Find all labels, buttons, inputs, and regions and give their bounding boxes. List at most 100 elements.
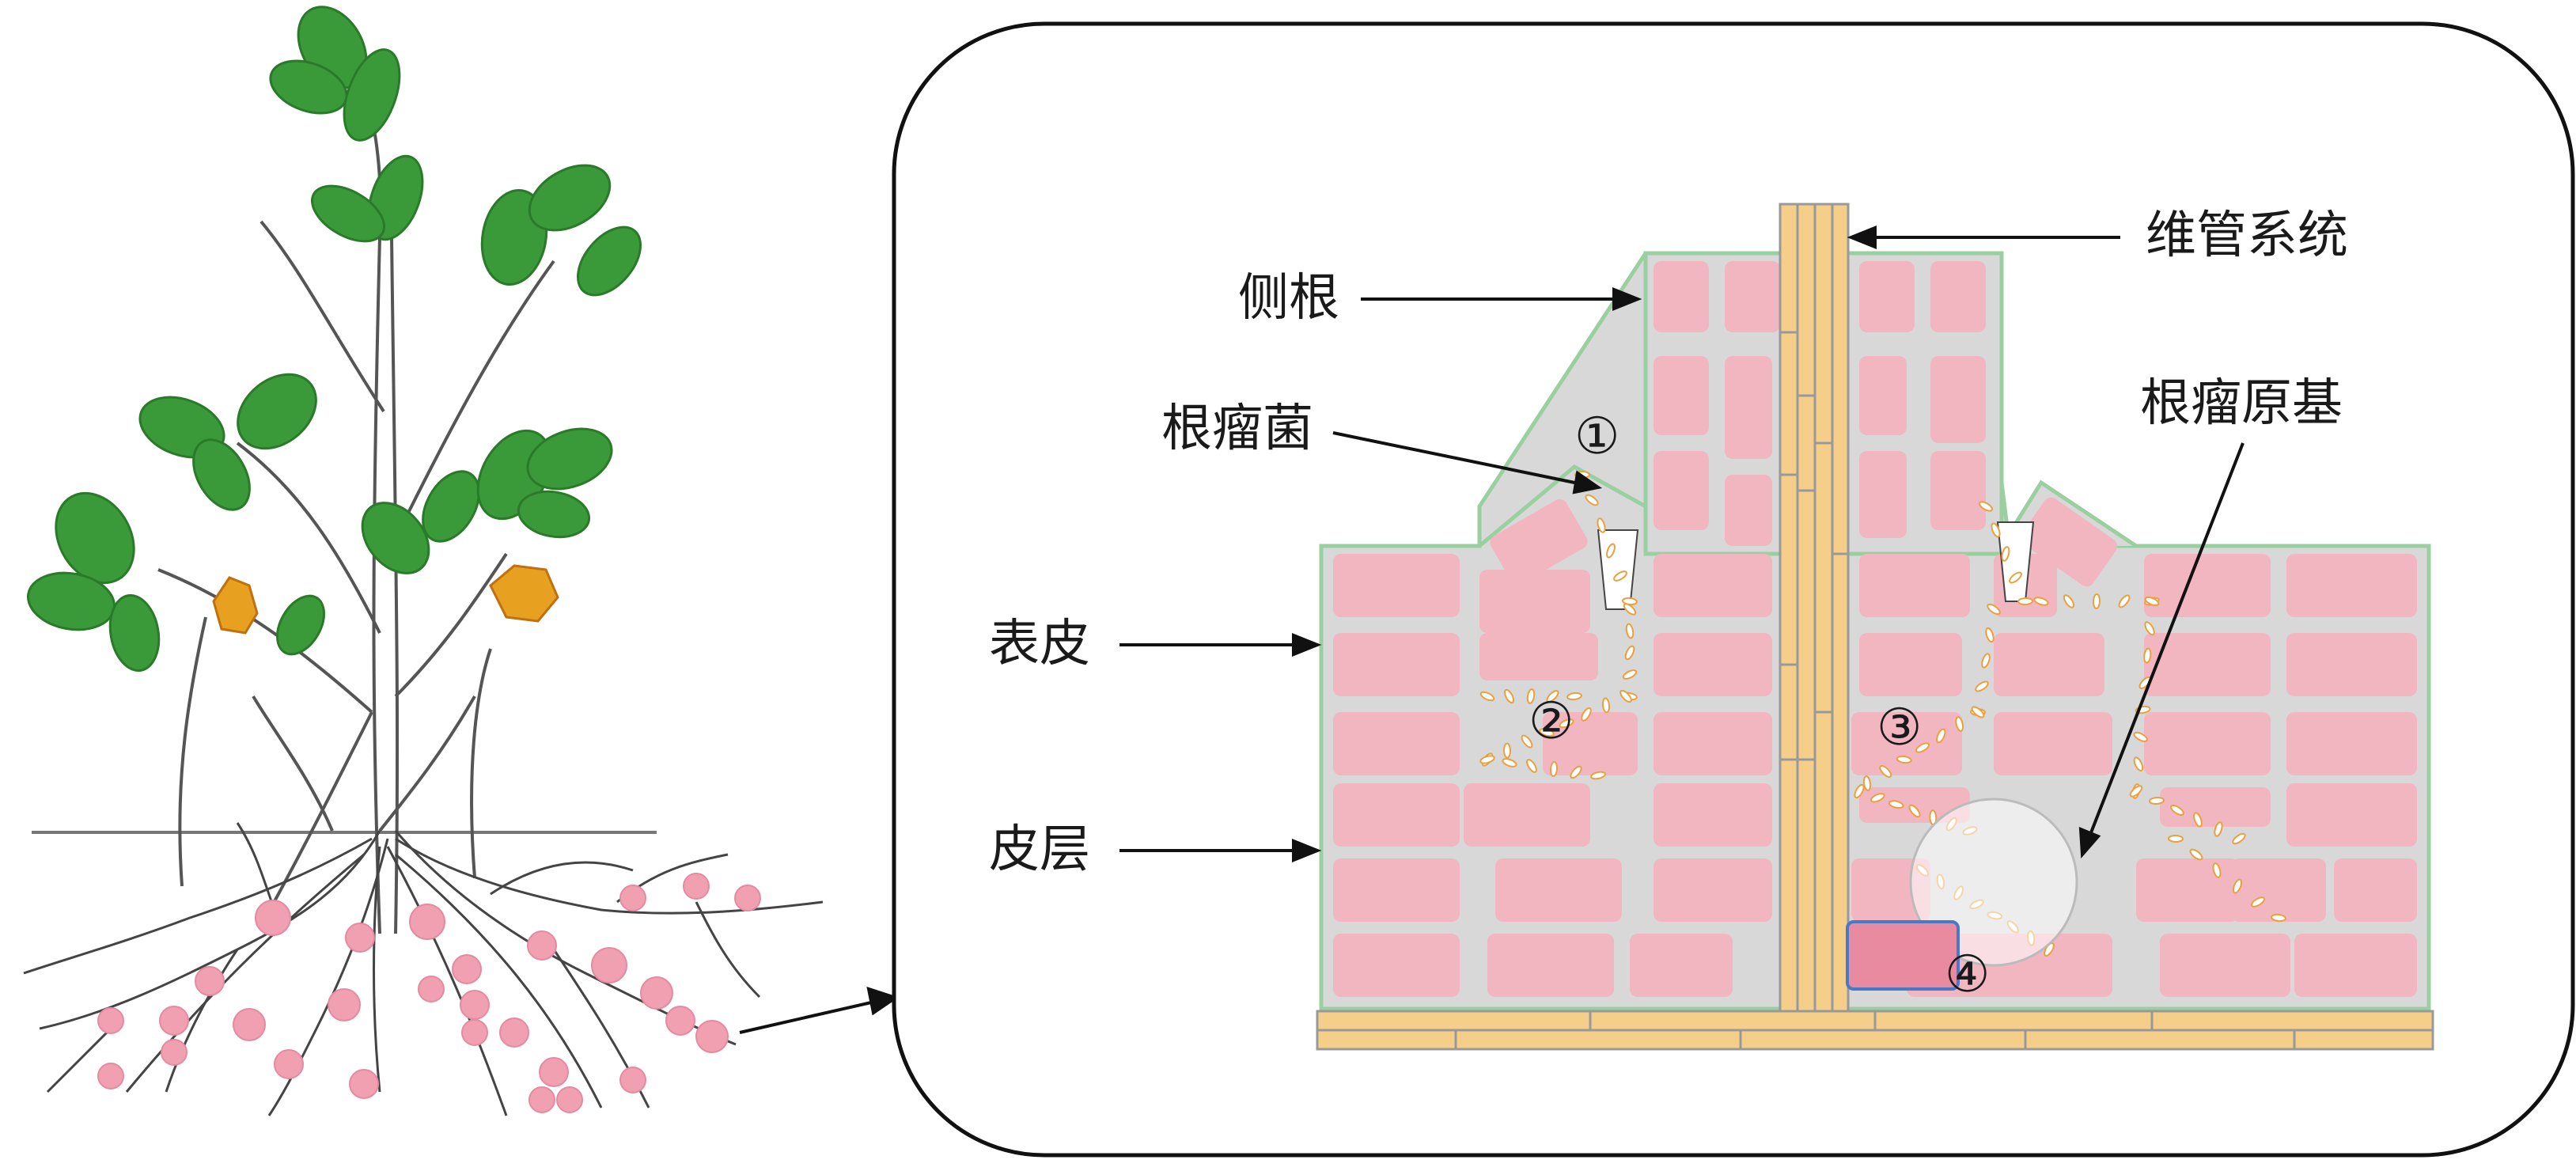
cortex-cell [1333, 858, 1460, 922]
bacterium [2189, 848, 2203, 861]
bacterium [2251, 896, 2265, 908]
cortex-cell [1859, 633, 1962, 696]
stage-4-marker: ④ [1945, 946, 1991, 1004]
bacterium [1566, 692, 1582, 701]
bacterium [2149, 796, 2165, 805]
bacterium [2193, 812, 2203, 828]
bacterium [1613, 570, 1627, 582]
cortex-cell [1495, 858, 1622, 922]
cortex-cell [2160, 787, 2271, 827]
cortex-cell [2286, 554, 2417, 617]
cortex-cell [1930, 451, 1986, 530]
bacterium [2118, 594, 2131, 608]
cortex-cell [2286, 783, 2417, 847]
cortex-cell [1725, 475, 1772, 546]
bacterium [1879, 765, 1892, 778]
root-tissue [1316, 203, 2434, 1051]
bacterium [1991, 522, 2001, 538]
bacterium [1896, 755, 1912, 764]
bacterium [1549, 761, 1559, 777]
cortex-cell [1543, 712, 1638, 775]
cortex-cell [1725, 356, 1772, 459]
cortex-cell [1333, 554, 1460, 617]
bacterium [1869, 793, 1885, 803]
bacterium [2170, 805, 2184, 816]
cortex-cells [1333, 261, 2417, 997]
bacterium [2033, 597, 2049, 606]
bacterium [1502, 758, 1517, 767]
bacterium [1581, 707, 1592, 722]
cortex-cell [1930, 356, 1986, 443]
bacterium [2009, 571, 2022, 584]
bacterium [2168, 834, 2184, 843]
cortex-cell [1654, 783, 1772, 847]
cortex-cell [1859, 787, 1970, 823]
cortex-cell [2286, 633, 2417, 696]
plant-roots [23, 822, 824, 1116]
cortex-cell [1654, 554, 1772, 617]
bacterium [2017, 597, 2033, 606]
bacterium [1559, 718, 1574, 729]
bacterium [2133, 731, 2148, 742]
bacterium [1619, 689, 1632, 703]
bacterium [1503, 688, 1515, 704]
bacterium [2129, 785, 2143, 798]
bacterium [1888, 800, 1904, 809]
stage-2-marker: ② [1529, 692, 1574, 751]
nodule-primordium-label: 根瘤原基 [2140, 374, 2343, 433]
label-arrows [1119, 225, 2245, 862]
bacterium [2144, 621, 2155, 636]
bacterium [1585, 494, 1599, 506]
bacterium [2133, 756, 2144, 772]
bacterium [1590, 771, 1606, 780]
cortex-cell [1630, 934, 1733, 997]
vascular-bottom-strip [1316, 1010, 2434, 1051]
bacterium [2271, 913, 2286, 923]
cortex-cell [2136, 858, 2239, 922]
cortex-cell [1479, 570, 1590, 633]
bacterium [1936, 728, 1946, 744]
cortex-cell [2160, 934, 2290, 997]
cortex-cell [1333, 633, 1460, 696]
cortex-cell [1859, 554, 1970, 617]
bacterium [1955, 716, 1964, 732]
bacterium [1521, 734, 1533, 748]
bacterium [2212, 862, 2222, 878]
bacterium [1546, 690, 1559, 703]
bacterium [1624, 645, 1635, 661]
cortex-cell [1654, 451, 1709, 530]
cortex-cell [1333, 712, 1460, 775]
bacterium [2232, 878, 2243, 894]
cortex-cell [2144, 712, 2271, 775]
cortex-cell [2286, 712, 2417, 775]
cortex-cell [1654, 633, 1772, 696]
plant-stems [157, 47, 555, 934]
bacterium [1915, 742, 1930, 753]
vascular-bundle [1779, 203, 1850, 1013]
bacterium [1570, 765, 1582, 779]
cortex-cell [2231, 858, 2326, 922]
cortex-cell [2334, 858, 2417, 922]
vascular-system-label: 维管系统 [2146, 207, 2348, 265]
cortex-cell [1851, 712, 1962, 775]
cortex-cell [1994, 712, 2112, 775]
cortex-cell [1654, 858, 1772, 922]
bacterium [2214, 821, 2223, 837]
bacterium [1981, 653, 1991, 669]
cortex-label: 皮层 [989, 820, 1090, 879]
rhizobia-label: 根瘤菌 [1161, 400, 1313, 458]
plant-illustration [23, 6, 900, 1116]
bacterium [1623, 603, 1637, 616]
bacterium [1526, 759, 1537, 773]
cortex-cell [1859, 451, 1907, 538]
cortex-cell [1654, 356, 1709, 435]
primordium-dark-cell [1846, 920, 1960, 991]
bacterium [1971, 706, 1985, 718]
bacterium [1479, 691, 1495, 702]
root-nodules [97, 873, 761, 1113]
bacterium [1908, 804, 1921, 818]
cortex-cell [2144, 554, 2271, 617]
cortex-cell [1333, 934, 1460, 997]
bacterium [1601, 697, 1611, 714]
